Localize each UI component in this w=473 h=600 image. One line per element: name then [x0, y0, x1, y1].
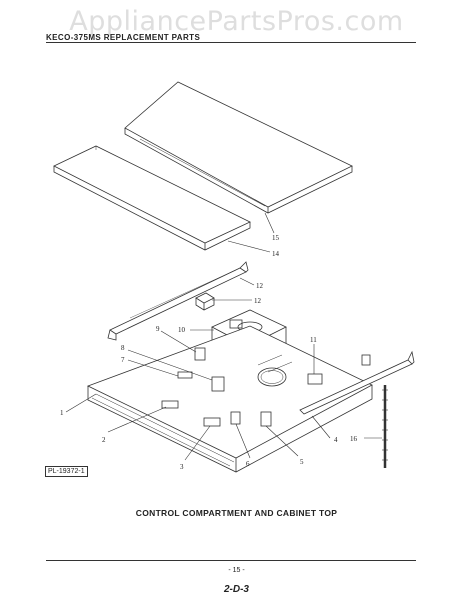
diagram-caption: CONTROL COMPARTMENT AND CABINET TOP — [135, 508, 338, 518]
page-number: - 15 - — [228, 567, 245, 574]
callout-14: 14 — [272, 250, 280, 258]
callout-labels: 1 2 3 4 5 6 7 8 9 10 11 12 12 14 15 16 — [60, 234, 358, 471]
cabinet-panel — [53, 145, 251, 251]
handwritten-note: 2-D-3 — [223, 584, 249, 595]
relay-9 — [194, 347, 206, 361]
switch-3 — [203, 417, 221, 427]
callout-16: 16 — [350, 435, 358, 443]
fuse-6 — [230, 411, 241, 425]
terminal-block-11 — [307, 373, 323, 385]
callout-12-lower: 12 — [254, 297, 262, 305]
capacitor-5 — [260, 411, 272, 427]
callout-11: 11 — [310, 336, 317, 344]
footer-rule — [46, 560, 416, 561]
cabinet-top — [124, 81, 353, 214]
switch-2 — [161, 400, 179, 409]
callout-3: 3 — [180, 463, 184, 471]
callout-4: 4 — [334, 436, 338, 444]
bracket-long — [107, 261, 249, 341]
callout-8: 8 — [121, 344, 125, 352]
callout-6: 6 — [246, 460, 250, 468]
callout-1: 1 — [60, 409, 64, 417]
callout-9: 9 — [156, 325, 160, 333]
switch-7 — [177, 371, 193, 379]
plate-id: PL-19372-1 — [45, 466, 88, 477]
leader-lines — [65, 212, 382, 461]
callout-7: 7 — [121, 356, 125, 364]
transformer-8 — [211, 376, 225, 392]
callout-2: 2 — [102, 436, 106, 444]
page-header: KECO-375MS REPLACEMENT PARTS — [46, 33, 201, 42]
callout-15: 15 — [272, 234, 280, 242]
callout-12-upper: 12 — [256, 282, 264, 290]
header-rule — [46, 42, 416, 43]
callout-10: 10 — [178, 326, 186, 334]
site-watermark: AppliancePartsPros.com — [69, 6, 404, 37]
callout-5: 5 — [300, 458, 304, 466]
side-bracket — [299, 350, 415, 415]
threaded-rod — [382, 385, 388, 468]
clip-bracket — [195, 292, 215, 311]
base-plate — [86, 325, 373, 473]
